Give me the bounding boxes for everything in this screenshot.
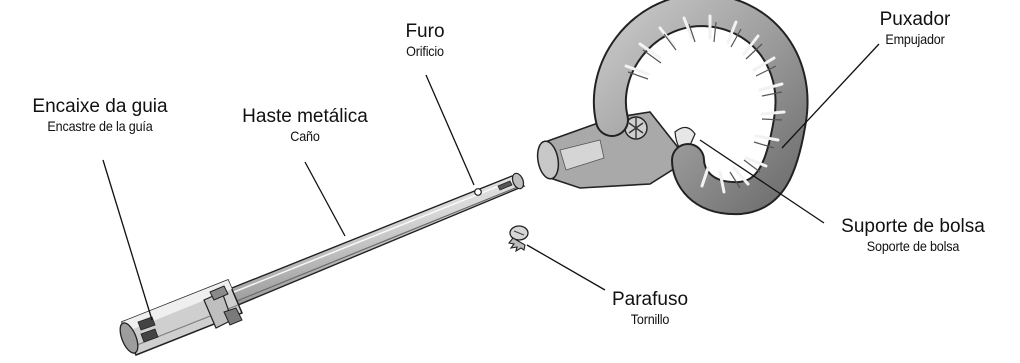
guide-socket xyxy=(117,280,242,355)
label-handle: Puxador Empujador xyxy=(860,9,970,47)
hole-marker xyxy=(475,189,482,196)
screw xyxy=(509,226,528,251)
leader-screw xyxy=(527,245,605,290)
label-hole: Furo Orificio xyxy=(380,21,470,59)
label-metal-tube: Haste metálica Caño xyxy=(230,106,380,144)
leader-guide-socket xyxy=(103,160,152,320)
label-guide-socket-pt: Encaixe da guia xyxy=(20,96,180,118)
label-hole-pt: Furo xyxy=(380,21,470,43)
label-guide-socket: Encaixe da guia Encastre de la guía xyxy=(20,96,180,134)
label-bag-support-es: Soporte de bolsa xyxy=(828,238,999,254)
leader-metal-tube xyxy=(305,162,345,236)
label-bag-support-pt: Suporte de bolsa xyxy=(818,216,1008,238)
handle xyxy=(535,10,792,198)
label-handle-es: Empujador xyxy=(866,31,965,47)
leader-lines xyxy=(103,44,879,320)
label-hole-es: Orificio xyxy=(385,43,466,59)
label-screw-es: Tornillo xyxy=(592,311,709,327)
label-screw-pt: Parafuso xyxy=(585,289,715,311)
leader-hole xyxy=(426,75,474,185)
label-metal-tube-es: Caño xyxy=(238,128,373,144)
label-metal-tube-pt: Haste metálica xyxy=(230,106,380,128)
label-guide-socket-es: Encastre de la guía xyxy=(28,118,172,134)
metal-tube xyxy=(212,172,526,310)
label-screw: Parafuso Tornillo xyxy=(585,289,715,327)
label-bag-support: Suporte de bolsa Soporte de bolsa xyxy=(818,216,1008,254)
label-handle-pt: Puxador xyxy=(860,9,970,31)
